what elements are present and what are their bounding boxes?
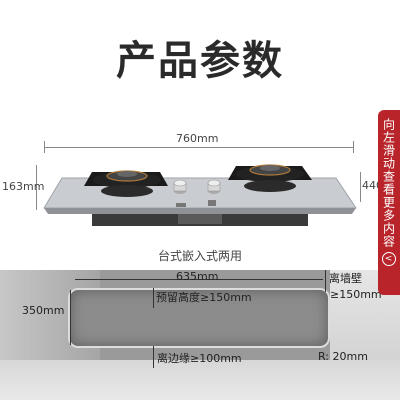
left-burner-icon [84, 170, 168, 197]
chevron-left-icon: < [382, 252, 396, 266]
cut-depth-label: 350mm [22, 304, 65, 317]
wall-label: 离墙壁 [329, 272, 362, 285]
counter-bottom-edge [0, 360, 400, 400]
cooktop-edge [44, 208, 356, 214]
control-window-left [176, 203, 186, 207]
depth-dim-line [360, 172, 361, 202]
swipe-more-tab[interactable]: 向左滑动查看更多内容 < [378, 110, 400, 295]
reserve-height-dim-line [153, 288, 154, 308]
height-dim-label: 163mm [2, 180, 45, 193]
height-dim-line [36, 165, 37, 210]
right-knob-icon [207, 179, 221, 194]
wall-dim-line [325, 270, 326, 292]
wall-value: ≥150mm [330, 288, 382, 301]
swipe-more-label: 向左滑动查看更多内容 [381, 118, 396, 248]
reserve-height-label: 预留高度≥150mm [156, 291, 252, 304]
width-dim-line [44, 147, 354, 148]
cut-depth-dim-line [70, 290, 71, 345]
corner-radius-label: R: 20mm [318, 350, 368, 363]
edge-distance-label: 离边缘≥100mm [157, 352, 242, 365]
caption-text: 台式嵌入式两用 [157, 249, 242, 263]
page-title: 产品参数 [116, 38, 284, 84]
cutout-hole [68, 288, 330, 348]
left-knob-icon [173, 179, 187, 194]
width-dim-tick-right [353, 141, 354, 153]
cut-width-dim-line [75, 279, 323, 280]
control-window-right [208, 200, 216, 206]
width-dim-tick-left [44, 141, 45, 153]
width-dim-label: 760mm [176, 132, 219, 145]
edge-distance-dim-line [153, 346, 154, 368]
cut-width-label: 635mm [176, 270, 219, 283]
right-burner-icon [228, 164, 312, 192]
